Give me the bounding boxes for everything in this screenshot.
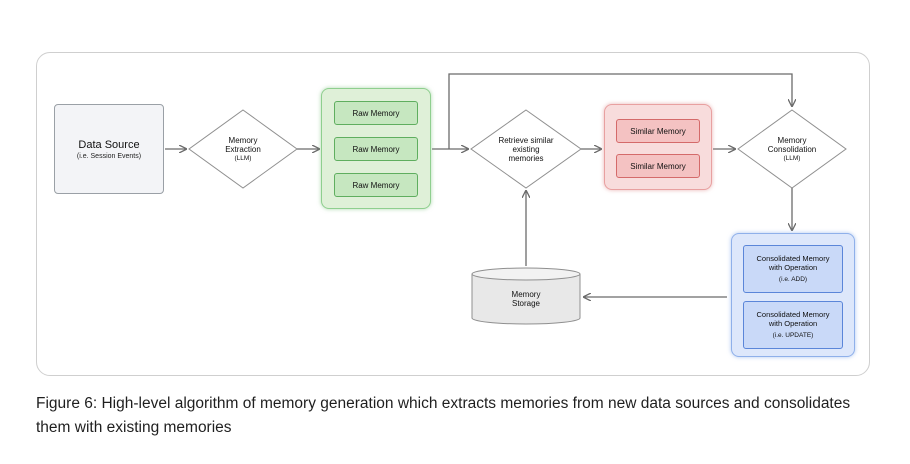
- raw-memory-2: Raw Memory: [334, 137, 418, 161]
- memory-extraction-line2: Extraction: [225, 144, 261, 154]
- consolidated-add-line1: Consolidated Memory: [756, 254, 830, 263]
- consolidated-add-op: (i.e. ADD): [778, 276, 808, 283]
- retrieve-diamond: [470, 109, 582, 189]
- memory-extraction-label: Memory Extraction (LLM): [203, 130, 283, 168]
- consolidated-memory-add: Consolidated Memory with Operation (i.e.…: [743, 245, 843, 293]
- retrieve-line1: Retrieve similar: [498, 135, 554, 145]
- retrieve-line3: memories: [508, 153, 544, 163]
- raw-memory-3: Raw Memory: [334, 173, 418, 197]
- consolidated-add-line2: with Operation: [768, 263, 818, 272]
- consolidated-update-line2: with Operation: [768, 319, 818, 328]
- data-source-title: Data Source: [78, 138, 140, 151]
- memory-extraction-diamond: [188, 109, 298, 189]
- storage-line2: Storage: [511, 299, 541, 308]
- storage-line1: Memory: [511, 290, 541, 299]
- memory-extraction-line1: Memory: [228, 135, 258, 145]
- arrow-bypass-to-consolidation: [448, 73, 792, 149]
- raw-memory-group: Raw Memory Raw Memory Raw Memory: [321, 88, 431, 209]
- figure-caption: Figure 6: High-level algorithm of memory…: [36, 395, 851, 436]
- consolidation-line1: Memory: [777, 135, 807, 145]
- data-source-box: Data Source (i.e. Session Events): [54, 104, 164, 194]
- consolidated-update-line1: Consolidated Memory: [756, 310, 830, 319]
- consolidation-sub: (LLM): [783, 154, 801, 162]
- consolidated-memory-group: Consolidated Memory with Operation (i.e.…: [731, 233, 855, 357]
- retrieve-label: Retrieve similar existing memories: [481, 128, 571, 170]
- memory-extraction-sub: (LLM): [234, 154, 252, 162]
- data-source-subtitle: (i.e. Session Events): [76, 152, 142, 160]
- consolidated-memory-update: Consolidated Memory with Operation (i.e.…: [743, 301, 843, 349]
- consolidation-line2: Consolidation: [767, 144, 817, 154]
- memory-storage-label: Memory Storage: [472, 290, 580, 308]
- similar-memory-group: Similar Memory Similar Memory: [604, 104, 712, 190]
- consolidated-update-op: (i.e. UPDATE): [772, 332, 814, 339]
- similar-memory-2: Similar Memory: [616, 154, 700, 178]
- similar-memory-1: Similar Memory: [616, 119, 700, 143]
- consolidation-label: Memory Consolidation (LLM): [748, 130, 836, 168]
- retrieve-line2: existing: [512, 144, 540, 154]
- raw-memory-1: Raw Memory: [334, 101, 418, 125]
- memory-storage-cylinder: [471, 267, 581, 325]
